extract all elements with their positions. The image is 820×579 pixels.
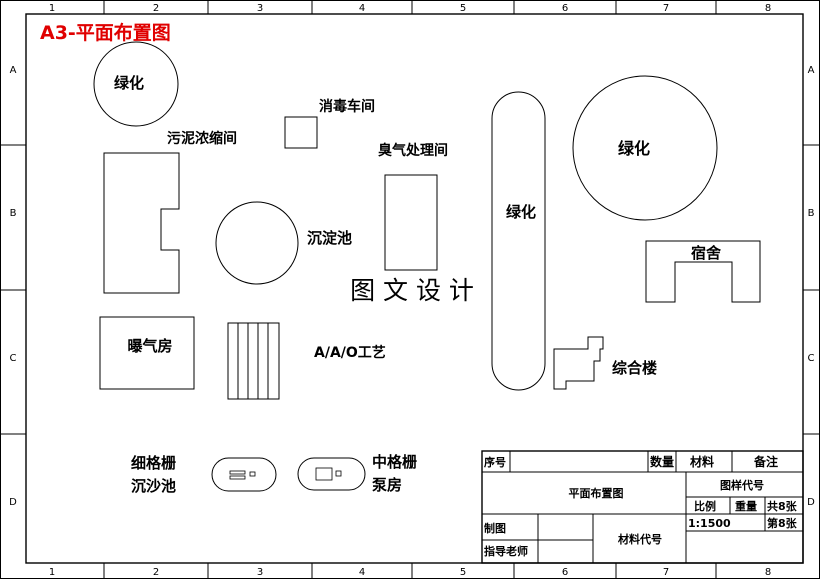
col-number-top-7: 7 bbox=[663, 3, 669, 14]
disinfection-building bbox=[284, 116, 318, 149]
title-block-material: 材料 bbox=[689, 454, 714, 469]
title-block-qty: 数量 bbox=[650, 454, 674, 469]
greening-middle-label: 绿化 bbox=[506, 203, 536, 221]
aao-process-tank bbox=[227, 322, 280, 400]
title-block-material-code: 材料代号 bbox=[618, 532, 662, 546]
medium-screen-label: 中格栅 bbox=[372, 453, 417, 471]
inner-frame bbox=[25, 13, 804, 564]
col-number-bottom-8: 8 bbox=[765, 567, 771, 578]
ozone-treatment-label: 臭气处理间 bbox=[378, 142, 448, 159]
greening-right-label: 绿化 bbox=[618, 139, 650, 158]
row-letter-left-b: B bbox=[10, 208, 17, 219]
title-block-instructor: 指导老师 bbox=[484, 544, 528, 558]
col-number-top-4: 4 bbox=[359, 3, 365, 14]
row-letter-left-d: D bbox=[9, 497, 17, 508]
title-block-weight-label: 重量 bbox=[735, 499, 757, 513]
dormitory-label: 宿舍 bbox=[691, 244, 722, 262]
pump-house-label: 泵房 bbox=[372, 476, 402, 494]
medium-screen-box bbox=[315, 467, 333, 481]
medium-screen-small-box bbox=[335, 470, 342, 477]
row-letter-left-c: C bbox=[10, 353, 17, 364]
title-block-drawing-name: 平面布置图 bbox=[569, 486, 624, 500]
office-building bbox=[553, 336, 604, 390]
row-letter-right-d: D bbox=[807, 497, 815, 508]
title-block-drawing-code: 图样代号 bbox=[720, 478, 764, 492]
title-block-scale-value: 1:1500 bbox=[688, 517, 731, 530]
col-number-bottom-1: 1 bbox=[49, 567, 55, 578]
title-block-seq: 序号 bbox=[484, 455, 506, 469]
row-letter-right-b: B bbox=[808, 208, 815, 219]
title-block-remark: 备注 bbox=[753, 454, 778, 469]
fine-screen-small-box bbox=[249, 471, 256, 477]
watermark-text: 图 文 设 计 bbox=[350, 276, 474, 305]
title-block-sheet-no: 第8张 bbox=[767, 516, 798, 530]
aao-label: A/A/O工艺 bbox=[314, 344, 386, 361]
disinfection-label: 消毒车间 bbox=[319, 98, 375, 115]
sludge-thickening-label: 污泥浓缩间 bbox=[167, 130, 237, 147]
sedimentation-label: 沉淀池 bbox=[307, 229, 352, 247]
col-number-top-5: 5 bbox=[460, 3, 466, 14]
sheet-title: A3-平面布置图 bbox=[40, 21, 171, 44]
fine-screen-slot-bottom bbox=[229, 475, 246, 480]
title-block bbox=[481, 450, 804, 564]
grit-chamber-label: 沉沙池 bbox=[131, 477, 176, 495]
greening-topleft-circle bbox=[93, 41, 179, 127]
col-number-top-6: 6 bbox=[562, 3, 568, 14]
col-number-top-1: 1 bbox=[49, 3, 55, 14]
row-letter-right-c: C bbox=[808, 353, 815, 364]
ozone-treatment-building bbox=[384, 174, 438, 271]
col-number-top-3: 3 bbox=[257, 3, 263, 14]
sedimentation-tank bbox=[215, 201, 299, 285]
sludge-thickening-building bbox=[103, 152, 180, 294]
greening-middle-strip bbox=[491, 91, 546, 391]
greening-right-circle bbox=[572, 75, 718, 221]
title-block-total-sheets: 共8张 bbox=[767, 499, 798, 513]
aeration-house bbox=[99, 316, 195, 390]
office-label: 综合楼 bbox=[612, 359, 657, 377]
col-number-bottom-7: 7 bbox=[663, 567, 669, 578]
col-number-bottom-5: 5 bbox=[460, 567, 466, 578]
medium-screen-tank bbox=[297, 457, 366, 491]
col-number-bottom-4: 4 bbox=[359, 567, 365, 578]
title-block-scale-label: 比例 bbox=[694, 499, 716, 513]
fine-screen-tank bbox=[211, 457, 277, 492]
col-number-bottom-6: 6 bbox=[562, 567, 568, 578]
col-number-top-8: 8 bbox=[765, 3, 771, 14]
col-number-bottom-3: 3 bbox=[257, 567, 263, 578]
greening-topleft-label: 绿化 bbox=[114, 74, 144, 92]
fine-screen-slot-top bbox=[229, 470, 246, 475]
title-block-drawn-by: 制图 bbox=[484, 521, 506, 535]
aao-tank-partitions bbox=[237, 323, 269, 399]
dormitory-building bbox=[645, 240, 761, 303]
col-number-bottom-2: 2 bbox=[153, 567, 159, 578]
fine-screen-label: 细格栅 bbox=[131, 454, 176, 472]
aeration-label: 曝气房 bbox=[127, 337, 172, 355]
col-number-top-2: 2 bbox=[153, 3, 159, 14]
row-letter-left-a: A bbox=[10, 65, 17, 76]
row-letter-right-a: A bbox=[808, 65, 815, 76]
